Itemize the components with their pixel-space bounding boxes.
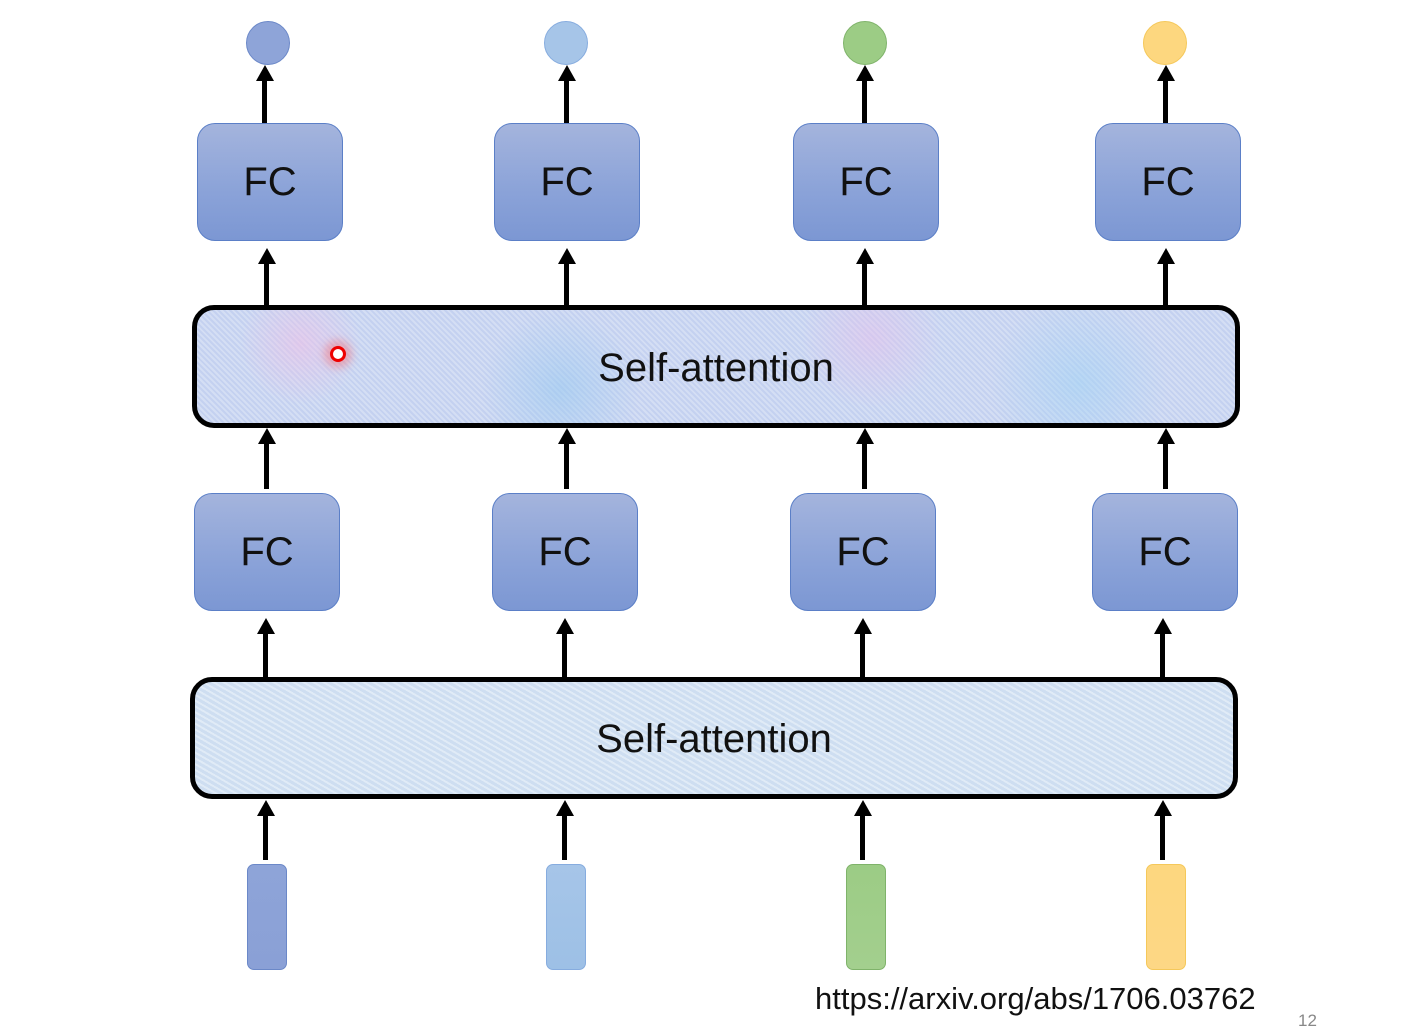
cursor-pointer-icon: [330, 346, 346, 362]
arrow-up-icon: [555, 800, 574, 860]
fc-label: FC: [538, 529, 592, 574]
arrow-up-icon: [557, 248, 576, 307]
fc-block-top-4: FC: [1095, 123, 1241, 241]
arrow-up-icon: [257, 248, 276, 307]
output-circle-2: [544, 21, 588, 65]
arrow-up-icon: [555, 618, 574, 679]
fc-block-bottom-1: FC: [194, 493, 340, 611]
input-vector-1: [247, 864, 287, 970]
self-attention-block-top: Self-attention: [192, 305, 1240, 428]
arrow-up-icon: [1156, 248, 1175, 307]
arrow-up-icon: [1156, 428, 1175, 489]
arrow-up-icon: [256, 618, 275, 679]
arrow-up-icon: [257, 428, 276, 489]
self-attention-label: Self-attention: [596, 716, 832, 761]
output-circle-4: [1143, 21, 1187, 65]
arrow-up-icon: [853, 800, 872, 860]
fc-label: FC: [836, 529, 890, 574]
fc-label: FC: [243, 159, 297, 204]
reference-link[interactable]: https://arxiv.org/abs/1706.03762: [815, 981, 1256, 1016]
arrow-up-icon: [256, 800, 275, 860]
arrow-up-icon: [255, 65, 274, 124]
self-attention-label: Self-attention: [598, 346, 834, 390]
fc-block-top-2: FC: [494, 123, 640, 241]
output-circle-3: [843, 21, 887, 65]
page-number: 12: [1298, 1011, 1317, 1030]
fc-label: FC: [1138, 529, 1192, 574]
arrow-up-icon: [1153, 800, 1172, 860]
input-vector-2: [546, 864, 586, 970]
fc-label: FC: [839, 159, 893, 204]
fc-block-bottom-3: FC: [790, 493, 936, 611]
input-vector-4: [1146, 864, 1186, 970]
fc-block-bottom-4: FC: [1092, 493, 1238, 611]
fc-block-bottom-2: FC: [492, 493, 638, 611]
fc-label: FC: [240, 529, 294, 574]
arrow-up-icon: [855, 428, 874, 489]
fc-block-top-1: FC: [197, 123, 343, 241]
fc-label: FC: [540, 159, 594, 204]
arrow-up-icon: [853, 618, 872, 679]
arrow-up-icon: [1153, 618, 1172, 679]
arrow-up-icon: [557, 65, 576, 124]
arrow-up-icon: [1156, 65, 1175, 124]
arrow-up-icon: [855, 65, 874, 124]
fc-label: FC: [1141, 159, 1195, 204]
fc-block-top-3: FC: [793, 123, 939, 241]
input-vector-3: [846, 864, 886, 970]
arrow-up-icon: [557, 428, 576, 489]
output-circle-1: [246, 21, 290, 65]
arrow-up-icon: [855, 248, 874, 307]
self-attention-block-bottom: Self-attention: [190, 677, 1238, 799]
